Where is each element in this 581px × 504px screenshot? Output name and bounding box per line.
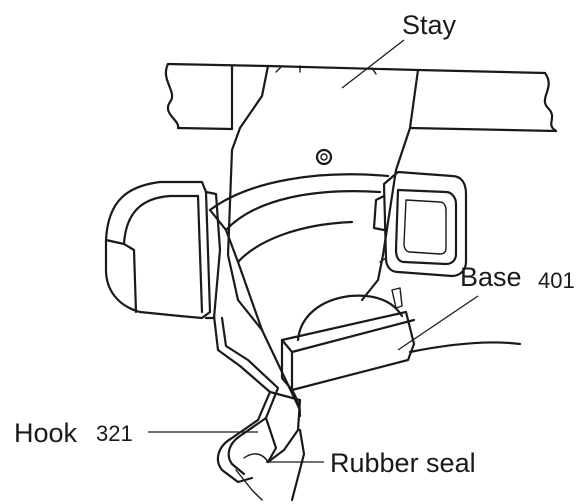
- rubber-seal: [243, 390, 306, 502]
- hook-321: [212, 314, 280, 501]
- leader-lines: [148, 39, 479, 463]
- labels: Stay Base 401 Hook 321 Rubber seal: [14, 10, 575, 478]
- dome-housing: [208, 173, 390, 332]
- base-label: Base: [460, 262, 522, 292]
- stay-leader: [341, 39, 405, 89]
- stay-bracket: [226, 64, 420, 332]
- right-clip: [372, 170, 468, 278]
- base-leader: [397, 295, 479, 351]
- stay-beam: [164, 62, 558, 133]
- hook-label: Hook: [14, 418, 78, 448]
- base-401: [280, 287, 522, 392]
- left-block: [104, 180, 222, 320]
- base-number-label: 401: [538, 268, 575, 293]
- hook-number-label: 321: [96, 421, 133, 446]
- rubber-seal-label: Rubber seal: [330, 448, 476, 478]
- stay-label: Stay: [402, 10, 457, 40]
